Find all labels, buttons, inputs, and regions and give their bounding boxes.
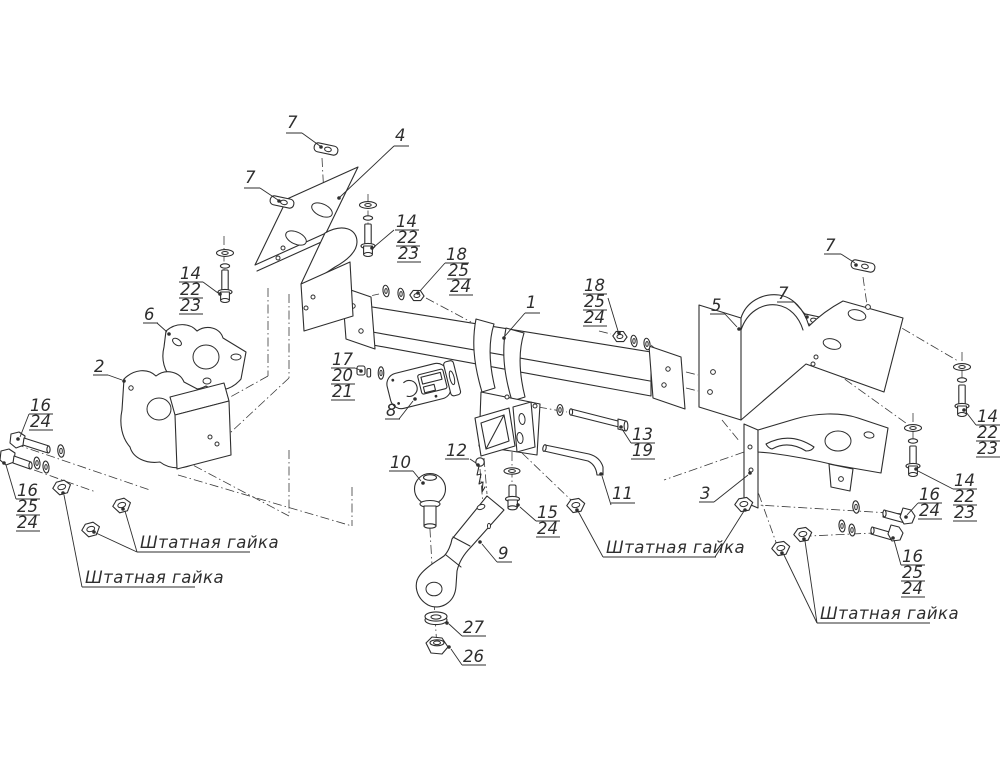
callout-16-bl: 16 (17, 481, 38, 500)
callout-23-tl: 23 (180, 296, 201, 315)
callout-25-left: 25 (448, 261, 469, 280)
bolt-group-16-left (0, 431, 65, 474)
callout-22-r2: 22 (954, 487, 975, 506)
callout-21: 21 (332, 382, 353, 401)
oem-nut-note-1: Штатная гайка (140, 533, 279, 552)
part-11-bent-link (542, 444, 604, 476)
axis-guide-lines (2, 157, 963, 649)
callout-24-right: 24 (584, 308, 605, 327)
callout-7-left: 7 (245, 168, 256, 187)
callout-14-r1: 14 (977, 407, 998, 426)
oem-nuts-left (52, 479, 131, 538)
callout-25-bl: 25 (17, 497, 38, 516)
part-4-upper-left-bracket (254, 166, 359, 332)
callout-24-bl: 24 (17, 513, 38, 532)
callout-15: 15 (537, 503, 558, 522)
callout-25-right: 25 (584, 292, 605, 311)
callout-18-left: 18 (446, 245, 467, 264)
bolt-group-16-right (838, 500, 916, 542)
leader-lines (2, 132, 977, 666)
callout-18-right: 18 (584, 276, 605, 295)
callout-13: 13 (632, 425, 653, 444)
part-10-tow-ball (413, 472, 447, 529)
callout-8: 8 (386, 401, 397, 420)
callout-3: 3 (700, 484, 711, 503)
callout-11: 11 (612, 484, 633, 503)
part-8-logo-bracket (386, 360, 462, 410)
callout-labels: 7 4 7 14 22 23 14 22 23 18 25 24 1 18 25… (16, 113, 1000, 666)
callout-12: 12 (446, 441, 467, 460)
bolt-group-14-22-23-mid (358, 201, 378, 258)
bolt-group-14-22-23-right-outer (952, 363, 972, 418)
bolt-group-14-22-23-right-inner (903, 424, 923, 478)
oem-nut-note-3: Штатная гайка (606, 538, 745, 557)
part-13-pin-rod (556, 403, 629, 432)
oem-nuts-right (566, 496, 813, 557)
callout-14-tl: 14 (180, 264, 201, 283)
callout-1: 1 (526, 293, 537, 312)
callout-23-mid: 23 (398, 244, 419, 263)
callout-16-r2: 16 (902, 547, 923, 566)
callout-19: 19 (632, 441, 653, 460)
nut-26 (425, 636, 449, 655)
callout-17: 17 (332, 350, 353, 369)
callout-10: 10 (390, 453, 411, 472)
callout-24-left: 24 (450, 277, 471, 296)
callout-6: 6 (144, 305, 155, 324)
receiver-assembly (473, 318, 541, 457)
callout-14-mid: 14 (396, 212, 417, 231)
callout-16-r1: 16 (919, 485, 940, 504)
part-2-lower-left-bracket (120, 370, 232, 470)
callout-7-top: 7 (287, 113, 298, 132)
part-6-gasket-plate (162, 324, 247, 391)
callout-27: 27 (463, 618, 484, 637)
nut-group-18-25-24-left (382, 284, 425, 302)
callout-16-tl: 16 (30, 396, 51, 415)
nut-group-18-25-24-right (612, 330, 651, 351)
callout-22-mid: 22 (397, 228, 418, 247)
callout-22-r1: 22 (977, 423, 998, 442)
clamp-plate (850, 259, 876, 273)
callout-5: 5 (711, 296, 722, 315)
callout-7-r1: 7 (825, 236, 836, 255)
callout-22-tl: 22 (180, 280, 201, 299)
callout-24-r1: 24 (919, 501, 940, 520)
callout-26: 26 (463, 647, 484, 666)
bolt-group-14-22-23-top-left (215, 249, 235, 304)
part-5-upper-right-bracket (698, 294, 904, 421)
callout-24-15: 24 (537, 519, 558, 538)
oem-nut-note-4: Штатная гайка (820, 604, 959, 623)
part-3-lower-right-bracket (743, 413, 889, 509)
callout-25-r2: 25 (902, 563, 923, 582)
callout-2: 2 (94, 357, 105, 376)
oem-nut-note-2: Штатная гайка (85, 568, 224, 587)
callout-4: 4 (395, 126, 406, 145)
part-12-cotter-pin (475, 457, 486, 493)
part-9-ball-mount (415, 495, 505, 608)
callout-23-r2: 23 (954, 503, 975, 522)
callout-20: 20 (332, 366, 353, 385)
callout-23-r1: 23 (977, 439, 998, 458)
bolt-group-15-24 (503, 467, 521, 511)
washer-27 (424, 611, 448, 626)
callout-7-r2: 7 (778, 284, 789, 303)
oem-nut-notes: Штатная гайка Штатная гайка Штатная гайк… (82, 533, 959, 624)
callout-24-tl2: 24 (30, 412, 51, 431)
callout-9: 9 (498, 544, 509, 563)
callout-24-r2: 24 (902, 579, 923, 598)
callout-14-r2: 14 (954, 471, 975, 490)
